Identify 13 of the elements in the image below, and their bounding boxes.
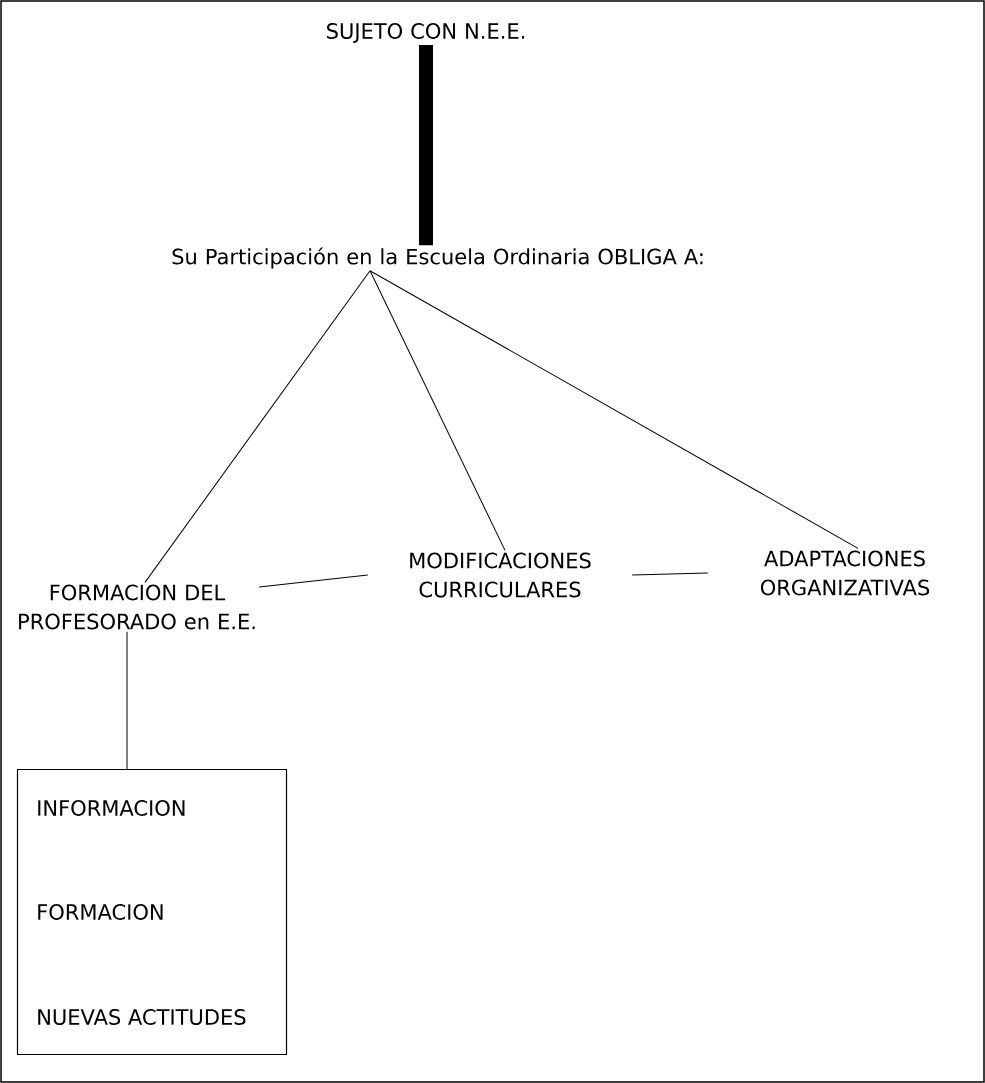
connector-line [419, 45, 433, 246]
connector-line [369, 270, 506, 551]
list-box: INFORMACION FORMACION NUEVAS ACTITUDES [16, 768, 288, 1056]
connector-line [126, 631, 128, 770]
connector-line [631, 572, 709, 576]
connector-line [258, 574, 369, 588]
concept-text: ADAPTACIONES ORGANIZATIVAS [760, 550, 930, 596]
connector-line [369, 270, 859, 549]
concept-text: FORMACION DEL PROFESORADO en E.E. [19, 584, 255, 630]
concept-text: SUJETO CON N.E.E. [327, 23, 525, 43]
connector-line [144, 270, 371, 583]
concept-text: Su Participación en la Escuela Ordinaria OBLIGA A: [172, 247, 703, 269]
concept-text: MODIFICACIONES CURRICULARES [410, 552, 591, 598]
